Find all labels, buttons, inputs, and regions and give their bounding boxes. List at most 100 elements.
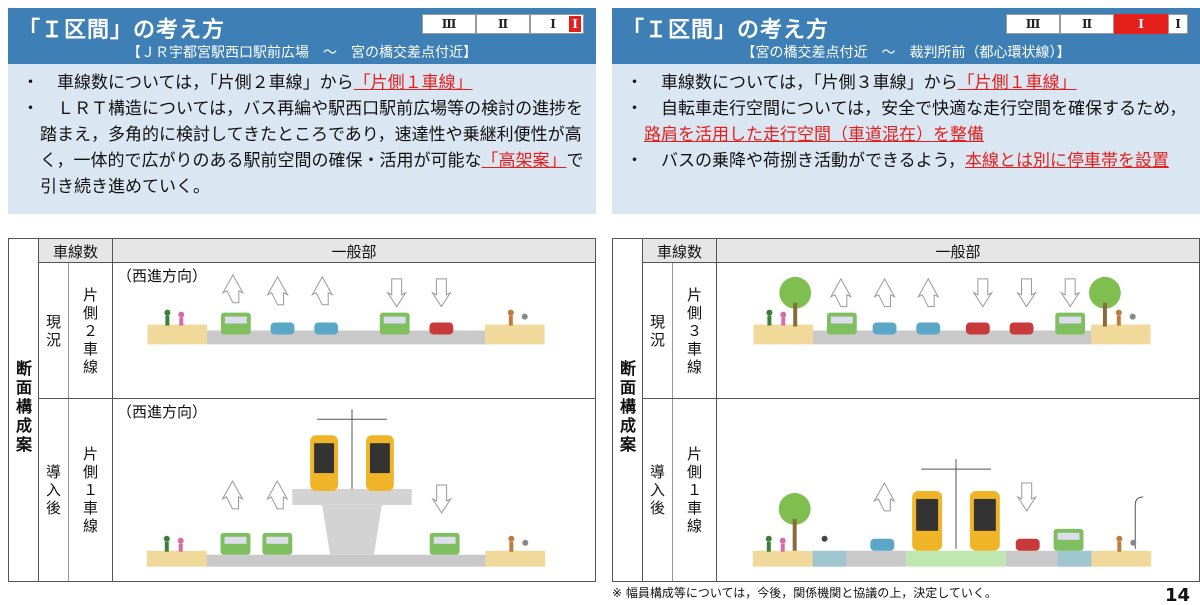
pedestrian-icon [765, 535, 1137, 552]
left-row-after: 導入後 片側１車線 （西進方向） [39, 399, 595, 581]
road-cross-section-current [147, 273, 545, 345]
page-number: 14 [1164, 585, 1190, 605]
left-row-current: 現況 片側２車線 （西進方向） [39, 263, 595, 399]
right-row-group-label: 断面構成案 [619, 359, 636, 454]
car-icon [270, 322, 339, 335]
viaduct [292, 489, 412, 555]
right-lanes-current: 片側３車線 [673, 263, 717, 398]
arrow-icon [221, 273, 452, 308]
bus-icon [1053, 528, 1084, 551]
bus-icon [826, 312, 1086, 335]
right-bullets: ・ 車線数については，「片側３車線」から「片側１車線」 ・ 自転車走行空間につい… [612, 64, 1200, 214]
sidewalk [752, 550, 813, 567]
bike-lane [812, 550, 847, 567]
left-general-header: 一般部 [331, 242, 377, 261]
bus-icon [379, 312, 410, 335]
road [1005, 550, 1058, 567]
left-state-after: 導入後 [39, 399, 69, 581]
bullet-highlight: 路肩を活用した走行空間（車道混在）を整備 [644, 125, 984, 145]
footnote: ※ 幅員構成等については，今後，関係機関と協議の上，決定していく。 [612, 586, 997, 600]
left-table-corner: 断面構成案 [9, 239, 39, 581]
bullet-highlight: 「高架案」 [481, 151, 567, 171]
direction-label: （西進方向） [117, 403, 208, 421]
left-lanes-current: 片側２車線 [69, 263, 113, 398]
road-cross-section-after [146, 409, 546, 567]
right-section-tabs: Ⅲ Ⅱ Ⅰ Ⅰ [1006, 14, 1188, 34]
lanes-label: 片側１車線 [686, 445, 702, 535]
right-row-current: 現況 片側３車線 [643, 263, 1199, 399]
bus-icon [220, 312, 251, 335]
state-label: 現況 [649, 312, 665, 349]
right-subtitle: 【宮の橋交差点付近 ～ 裁判所前（都心環状線）】 [741, 45, 1071, 61]
lanes-label: 片側２車線 [82, 285, 98, 376]
arrow-icon [873, 482, 1038, 512]
left-section-after-illustration: （西進方向） [113, 399, 595, 581]
left-tab-2: Ⅱ [476, 14, 530, 34]
bullet-dot: ・ [626, 73, 643, 93]
left-bullet-2: ・ ＬＲＴ構造については，バス再編や駅西口駅前広場等の検討の進捗を踏まえ，多角的… [18, 96, 588, 200]
overhead-pole [921, 459, 1144, 549]
sidewalk [485, 550, 546, 567]
right-section-after-illustration [717, 399, 1199, 581]
right-section-current-illustration [717, 263, 1199, 398]
lrt-icon [310, 435, 394, 491]
bullet-highlight: 「片側１車線」 [957, 73, 1077, 93]
direction-label: （西進方向） [117, 267, 208, 285]
right-tab-3: Ⅲ [1006, 14, 1060, 34]
pedestrian-icon [164, 309, 528, 326]
bullet-highlight: 「片側１車線」 [353, 73, 473, 93]
sidewalk [1091, 550, 1152, 567]
right-row-after: 導入後 片側１車線 [643, 399, 1199, 581]
tree-icon [779, 276, 1121, 327]
right-bullet-3: ・ バスの乗降や荷捌き活動ができるよう，本線とは別に停車帯を設置 [622, 148, 1192, 174]
right-header: 「Ｉ区間」の考え方 Ⅲ Ⅱ Ⅰ Ⅰ 【宮の橋交差点付近 ～ 裁判所前（都心環状線… [612, 8, 1200, 64]
right-tab-2: Ⅱ [1060, 14, 1114, 34]
sidewalk [753, 324, 814, 345]
car-icon [872, 322, 1034, 335]
left-tab-1: Ⅰ Ⅰ [530, 14, 584, 34]
left-section-current-illustration: （西進方向） [113, 263, 595, 398]
pedestrian-icon [766, 309, 1136, 326]
right-title: 「Ｉ区間」の考え方 [622, 18, 830, 43]
bullet-highlight: 本線とは別に停車帯を設置 [964, 151, 1169, 171]
left-state-current: 現況 [39, 263, 69, 398]
right-cross-section-table: 断面構成案 車線数 一般部 現況 片側３車線 [612, 238, 1200, 582]
road-cross-section-current [753, 276, 1151, 345]
bus-icon [220, 532, 460, 555]
left-table-header: 車線数 一般部 [39, 239, 595, 263]
sidewalk [147, 324, 208, 345]
state-label: 導入後 [45, 463, 61, 517]
lrt-icon [912, 490, 1000, 551]
left-lanes-after: 片側１車線 [69, 399, 113, 581]
left-tab-1-label: Ⅰ [550, 17, 556, 31]
right-state-after: 導入後 [643, 399, 673, 581]
bullet-dot: ・ [22, 73, 39, 93]
bullet-text: 自転車走行空間については，安全で快適な走行空間を確保するため， [644, 99, 1187, 119]
bullet-text: 車線数については，「片側２車線」から [40, 73, 354, 93]
bullet-text: 車線数については，「片側３車線」から [644, 73, 958, 93]
bullet-text: バスの乗降や荷捌き活動ができるよう， [644, 151, 965, 171]
right-tab-1-active: Ⅰ [1114, 14, 1168, 34]
sidewalk [485, 324, 545, 345]
left-cross-section-table: 断面構成案 車線数 一般部 現況 片側２車線 （西進方向） [8, 238, 596, 582]
lanes-label: 片側３車線 [686, 285, 702, 376]
right-table-corner: 断面構成案 [613, 239, 643, 581]
bike-lane [1057, 550, 1092, 567]
left-panel: 「Ｉ区間」の考え方 Ⅲ Ⅱ Ⅰ Ⅰ 【ＪＲ宇都宮駅西口駅前広場 ～ 宮の橋交差点… [8, 8, 596, 214]
arrow-icon [829, 277, 1081, 308]
right-table-header: 車線数 一般部 [643, 239, 1199, 263]
bullet-dot: ・ [626, 99, 643, 119]
state-label: 導入後 [649, 463, 665, 517]
bullet-text-after: で引き続き進めていく。 [40, 151, 584, 197]
right-general-header: 一般部 [935, 242, 981, 261]
right-bullet-2: ・ 自転車走行空間については，安全で快適な走行空間を確保するため， 路肩を活用した… [622, 96, 1192, 148]
sidewalk [1091, 324, 1151, 345]
right-panel: 「Ｉ区間」の考え方 Ⅲ Ⅱ Ⅰ Ⅰ 【宮の橋交差点付近 ～ 裁判所前（都心環状線… [612, 8, 1200, 214]
left-bullet-1: ・ 車線数については，「片側２車線」から「片側１車線」 [18, 70, 588, 96]
car-icon [429, 322, 454, 335]
state-label: 現況 [45, 312, 61, 349]
left-title: 「Ｉ区間」の考え方 [18, 18, 226, 43]
car-icon [870, 538, 1040, 551]
sidewalk [146, 550, 207, 567]
left-header: 「Ｉ区間」の考え方 Ⅲ Ⅱ Ⅰ Ⅰ 【ＪＲ宇都宮駅西口駅前広場 ～ 宮の橋交差点… [8, 8, 596, 64]
